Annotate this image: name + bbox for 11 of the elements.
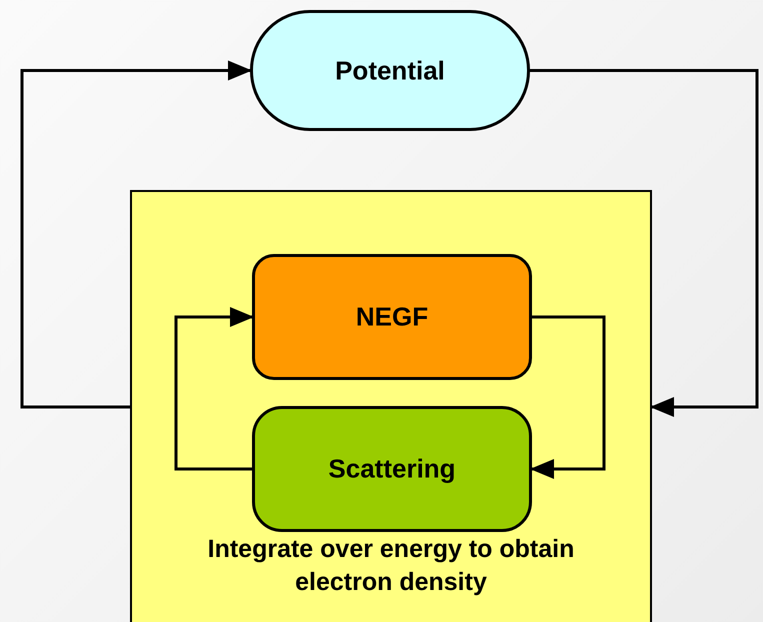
process-box [252, 406, 532, 532]
arrow [20, 60, 252, 408]
arrow [530, 69, 758, 417]
node-label: Scattering [327, 454, 457, 484]
arrow [530, 316, 606, 479]
caption-text: Integrate over energy to obtain electron density [206, 534, 576, 598]
node-label: NEGF [354, 302, 430, 332]
arrow [174, 307, 254, 470]
container-panel [130, 190, 652, 622]
process-box [252, 254, 532, 380]
node-label: Potential [334, 55, 446, 86]
